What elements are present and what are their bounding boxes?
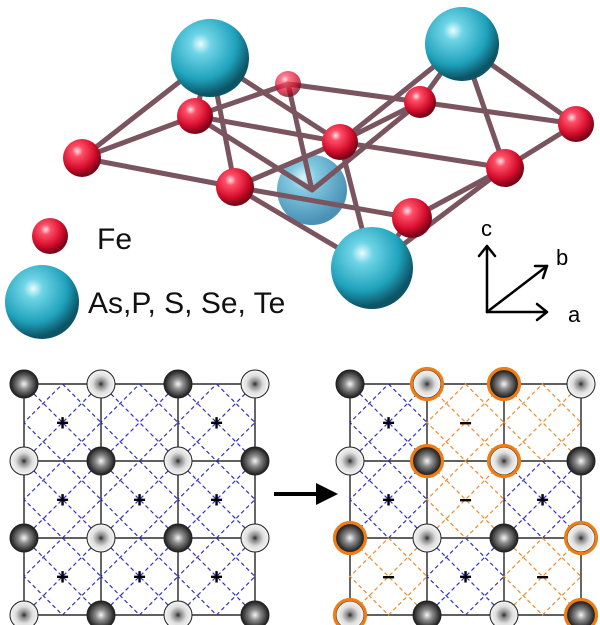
fe-atom (63, 139, 101, 177)
fe-atom (322, 124, 358, 160)
dark-lattice-site (9, 523, 39, 553)
light-lattice-site (86, 523, 116, 553)
dashed-bond (503, 537, 582, 616)
anion-atom (425, 7, 499, 81)
orange-site-ring (409, 443, 445, 479)
light-lattice-site (240, 523, 270, 553)
orange-site-ring (332, 520, 368, 556)
light-lattice-site (9, 600, 39, 625)
plus-sign: + (133, 565, 146, 590)
left-lattice-panel: + + + + + + + + (9, 369, 270, 625)
fe-atom (392, 198, 432, 238)
orange-site-ring (486, 443, 522, 479)
light-lattice-site (412, 523, 442, 553)
light-lattice-site (335, 446, 365, 476)
minus-sign: − (459, 411, 472, 436)
crystal-structure (63, 7, 594, 309)
dark-lattice-site (240, 600, 270, 625)
dark-lattice-site (86, 600, 116, 625)
minus-sign: − (382, 565, 395, 590)
light-lattice-site (412, 369, 442, 399)
dark-lattice-site (240, 446, 270, 476)
anion-atom (171, 19, 249, 97)
legend: Fe As,P, S, Se, Te (5, 218, 285, 339)
anion-legend-swatch (5, 265, 79, 339)
axis-b-label: b (556, 245, 568, 270)
fe-atoms (63, 71, 594, 238)
right-arrow-icon (274, 483, 338, 505)
orange-site-ring (409, 366, 445, 402)
light-lattice-site (163, 446, 193, 476)
anion-atom (331, 227, 413, 309)
fe-atom (275, 71, 301, 97)
dark-lattice-site (489, 369, 519, 399)
dark-lattice-site (163, 523, 193, 553)
orange-site-ring (563, 597, 599, 625)
fe-atom (404, 86, 436, 118)
light-lattice-site (9, 446, 39, 476)
dark-lattice-site (86, 446, 116, 476)
dark-lattice-site (335, 369, 365, 399)
dashed-bond (100, 537, 179, 616)
fe-legend-swatch (32, 218, 68, 254)
plus-sign: + (382, 488, 395, 513)
dark-lattice-site (412, 600, 442, 625)
plus-sign: + (133, 488, 146, 513)
plus-sign: + (382, 411, 395, 436)
plus-sign: + (210, 565, 223, 590)
fe-legend-label: Fe (97, 223, 132, 256)
light-lattice-site (489, 600, 519, 625)
plus-sign: + (210, 488, 223, 513)
orange-site-ring (486, 366, 522, 402)
dark-lattice-site (412, 446, 442, 476)
axis-c-label: c (481, 216, 492, 241)
light-lattice-site (566, 369, 596, 399)
dark-lattice-site (566, 446, 596, 476)
plus-sign: + (536, 488, 549, 513)
minus-sign: − (459, 488, 472, 513)
dark-lattice-site (489, 523, 519, 553)
dashed-bond (349, 537, 428, 616)
dashed-bond (23, 537, 102, 616)
orange-site-ring (563, 520, 599, 556)
axes-indicator (477, 244, 549, 322)
fe-atom (558, 106, 594, 142)
anion-legend-label: As,P, S, Se, Te (88, 287, 285, 320)
light-lattice-site (86, 369, 116, 399)
fe-atom (177, 98, 213, 134)
dark-lattice-site (9, 369, 39, 399)
dashed-bond (426, 537, 505, 616)
orange-site-ring (332, 597, 368, 625)
dashed-bond (177, 537, 256, 616)
plus-sign: + (459, 565, 472, 590)
dark-lattice-site (163, 369, 193, 399)
axis-a-label: a (568, 302, 581, 327)
plus-sign: + (56, 565, 69, 590)
light-lattice-site (566, 523, 596, 553)
light-lattice-site (489, 446, 519, 476)
fe-atom (216, 168, 254, 206)
minus-sign: − (536, 565, 549, 590)
plus-sign: + (210, 411, 223, 436)
anion-atoms (171, 7, 499, 309)
plus-sign: + (56, 488, 69, 513)
light-lattice-site (163, 600, 193, 625)
right-lattice-panel: + + + + − − − − (332, 366, 599, 625)
fe-atom (486, 149, 524, 187)
dark-lattice-site (335, 523, 365, 553)
plus-sign: + (56, 411, 69, 436)
light-lattice-site (240, 369, 270, 399)
